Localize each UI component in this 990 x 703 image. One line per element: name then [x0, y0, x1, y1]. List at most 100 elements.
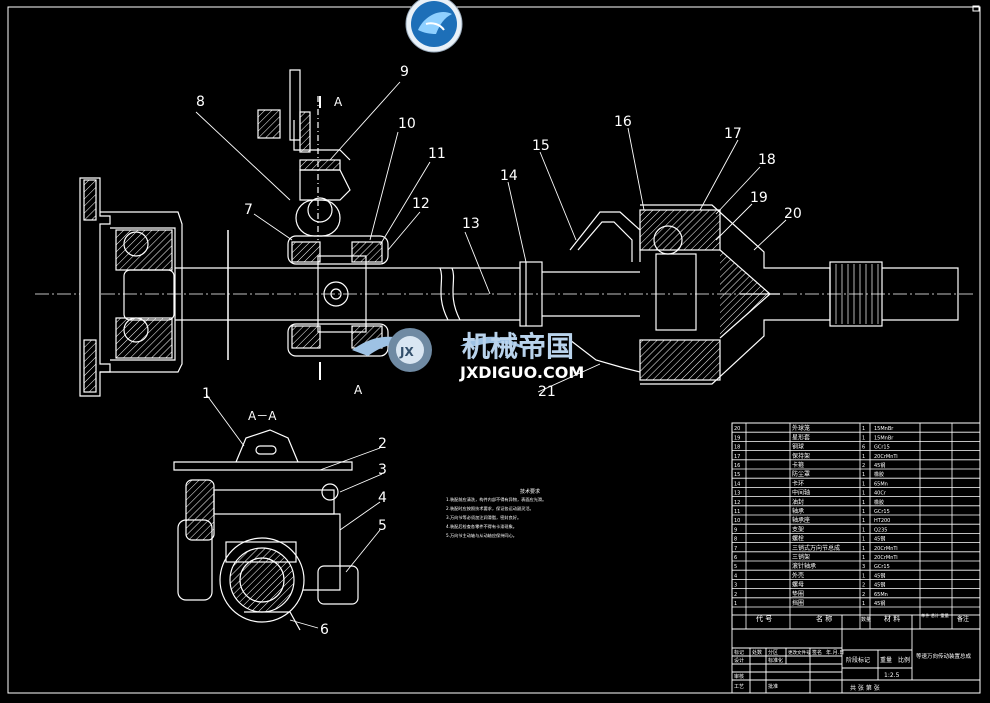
balloon-12: 12: [412, 196, 430, 212]
balloon-17: 17: [724, 126, 742, 142]
bom-header-no: 代 号: [756, 614, 772, 623]
logo-text: JX: [399, 345, 414, 359]
section-view-title: A－A: [248, 409, 277, 423]
bom-row-no: 1: [734, 601, 737, 607]
bom-header-qty: 数量: [861, 616, 871, 623]
bom-row-no: 19: [734, 435, 740, 441]
watermark-brand-en: JXDIGUO.COM: [459, 363, 584, 382]
scale-value: 1:2.5: [884, 672, 900, 679]
drawing-border: [7, 6, 981, 694]
bom-row-name: 螺栓: [792, 535, 804, 543]
balloon-14: 14: [500, 168, 518, 184]
bom-row-no: 2: [734, 592, 737, 598]
bom-header-name: 名 称: [816, 614, 832, 623]
bom-row-name: 中间轴: [792, 489, 810, 497]
title-block-text: 等速万向传动装置总成 阶段标记 重量 比例 1:2.5 共 张 第 张 标记 处…: [734, 649, 972, 692]
bom-row-name: 挡圈: [792, 599, 804, 607]
balloon-20: 20: [784, 206, 802, 222]
balloon-9: 9: [400, 64, 409, 80]
tb-change-doc: 更改文件号: [788, 649, 811, 656]
bom-row-material: 20CrMnTi: [874, 454, 898, 460]
bom-row-no: 18: [734, 445, 740, 451]
balloon-11: 11: [428, 146, 446, 162]
balloon-7: 7: [244, 202, 253, 218]
tb-designer: 设计: [734, 657, 744, 664]
bom-row-no: 9: [734, 527, 737, 533]
bom-row-material: 45钢: [874, 462, 885, 469]
tb-date: 年.月.日: [826, 649, 844, 656]
intermediate-shaft: [175, 261, 640, 327]
bom-row-material: Q235: [874, 527, 887, 533]
bom-row-qty: 1: [862, 454, 865, 460]
bom-row-qty: 2: [862, 463, 865, 469]
bom-row-name: 滚针轴承: [792, 562, 816, 570]
bom-row-qty: 1: [862, 500, 865, 506]
watermark-brand-cn: 机械帝国: [462, 330, 574, 363]
leader-lines: [195, 81, 787, 629]
bom-row-material: 45钢: [874, 600, 885, 607]
bom-header-remark: 备注: [957, 615, 969, 623]
bom-row-no: 10: [734, 518, 740, 524]
bom-row-name: 卡环: [792, 479, 804, 487]
sheet-count: 共 张 第 张: [850, 684, 880, 692]
tb-review: 审核: [734, 673, 744, 680]
bom-row-name: 防尘罩: [792, 470, 810, 478]
bom-row-material: 橡胶: [874, 471, 884, 478]
section-view-aa: [173, 429, 359, 631]
bom-row-name: 螺母: [792, 581, 804, 589]
bom-row-material: 橡胶: [874, 499, 884, 506]
bom-row-no: 15: [734, 472, 740, 478]
tb-zone: 分区: [768, 649, 778, 656]
bom-row-qty: 1: [862, 509, 865, 515]
bom-row-material: 45钢: [874, 536, 885, 543]
bom-row-name: 钢球: [792, 443, 804, 451]
note-line: 5.万向节主动轴与从动轴应保持同心。: [446, 532, 517, 539]
balloon-5: 5: [378, 518, 387, 534]
bom-row-qty: 1: [862, 518, 865, 524]
bom-row-material: 20CrMnTi: [874, 555, 898, 561]
tb-mark: 标记: [734, 649, 744, 656]
bom-row-material: 65Mn: [874, 592, 888, 598]
bom-row-material: 40Cr: [874, 491, 887, 497]
scale-label: 比例: [898, 656, 910, 664]
section-label-top: A: [334, 95, 343, 109]
bom-row-material: GCr15: [874, 445, 890, 451]
bom-row-no: 3: [734, 583, 737, 589]
bom-row-no: 13: [734, 491, 740, 497]
balloon-1: 1: [202, 386, 211, 402]
bom-row-material: 45钢: [874, 572, 885, 579]
bom-row-material: 15MnBr: [874, 435, 894, 441]
bom-row-name: 三销架: [792, 553, 810, 561]
balloon-4: 4: [378, 490, 387, 506]
bom-row-no: 12: [734, 500, 740, 506]
bom-row-material: GCr15: [874, 564, 890, 570]
outer-joint-housing: [569, 204, 959, 385]
bom-row-qty: 1: [862, 491, 865, 497]
bom-row-no: 11: [734, 509, 740, 515]
bom-row-qty: 1: [862, 546, 865, 552]
tb-standard: 标准化: [768, 657, 783, 664]
bom-row-material: 45钢: [874, 582, 885, 589]
bom-row-no: 6: [734, 555, 737, 561]
bom-row-qty: 1: [862, 481, 865, 487]
tb-approve: 批准: [768, 683, 778, 690]
balloon-10: 10: [398, 116, 416, 132]
bom-row-name: 轴承: [792, 507, 804, 515]
bom-row-no: 17: [734, 454, 740, 460]
bom-header-material: 材 料: [884, 614, 900, 623]
bom-row-name: 保持架: [792, 452, 810, 460]
bom-row-qty: 6: [862, 445, 865, 451]
bom-row-name: 卡箍: [792, 461, 804, 469]
corner-mark: [972, 5, 980, 12]
stage-mark: 阶段标记: [846, 656, 870, 664]
balloon-21: 21: [538, 384, 556, 400]
balloon-3: 3: [378, 462, 387, 478]
bom-row-qty: 1: [862, 555, 865, 561]
bom-row-material: 65Mn: [874, 481, 888, 487]
bom-row-qty: 2: [862, 592, 865, 598]
technical-requirements: 技术要求 1.装配前应清洗，构件内部不得有异物，表面应光滑。 2.装配时应按照技…: [446, 488, 546, 539]
balloon-13: 13: [462, 216, 480, 232]
bom-row-qty: 1: [862, 573, 865, 579]
